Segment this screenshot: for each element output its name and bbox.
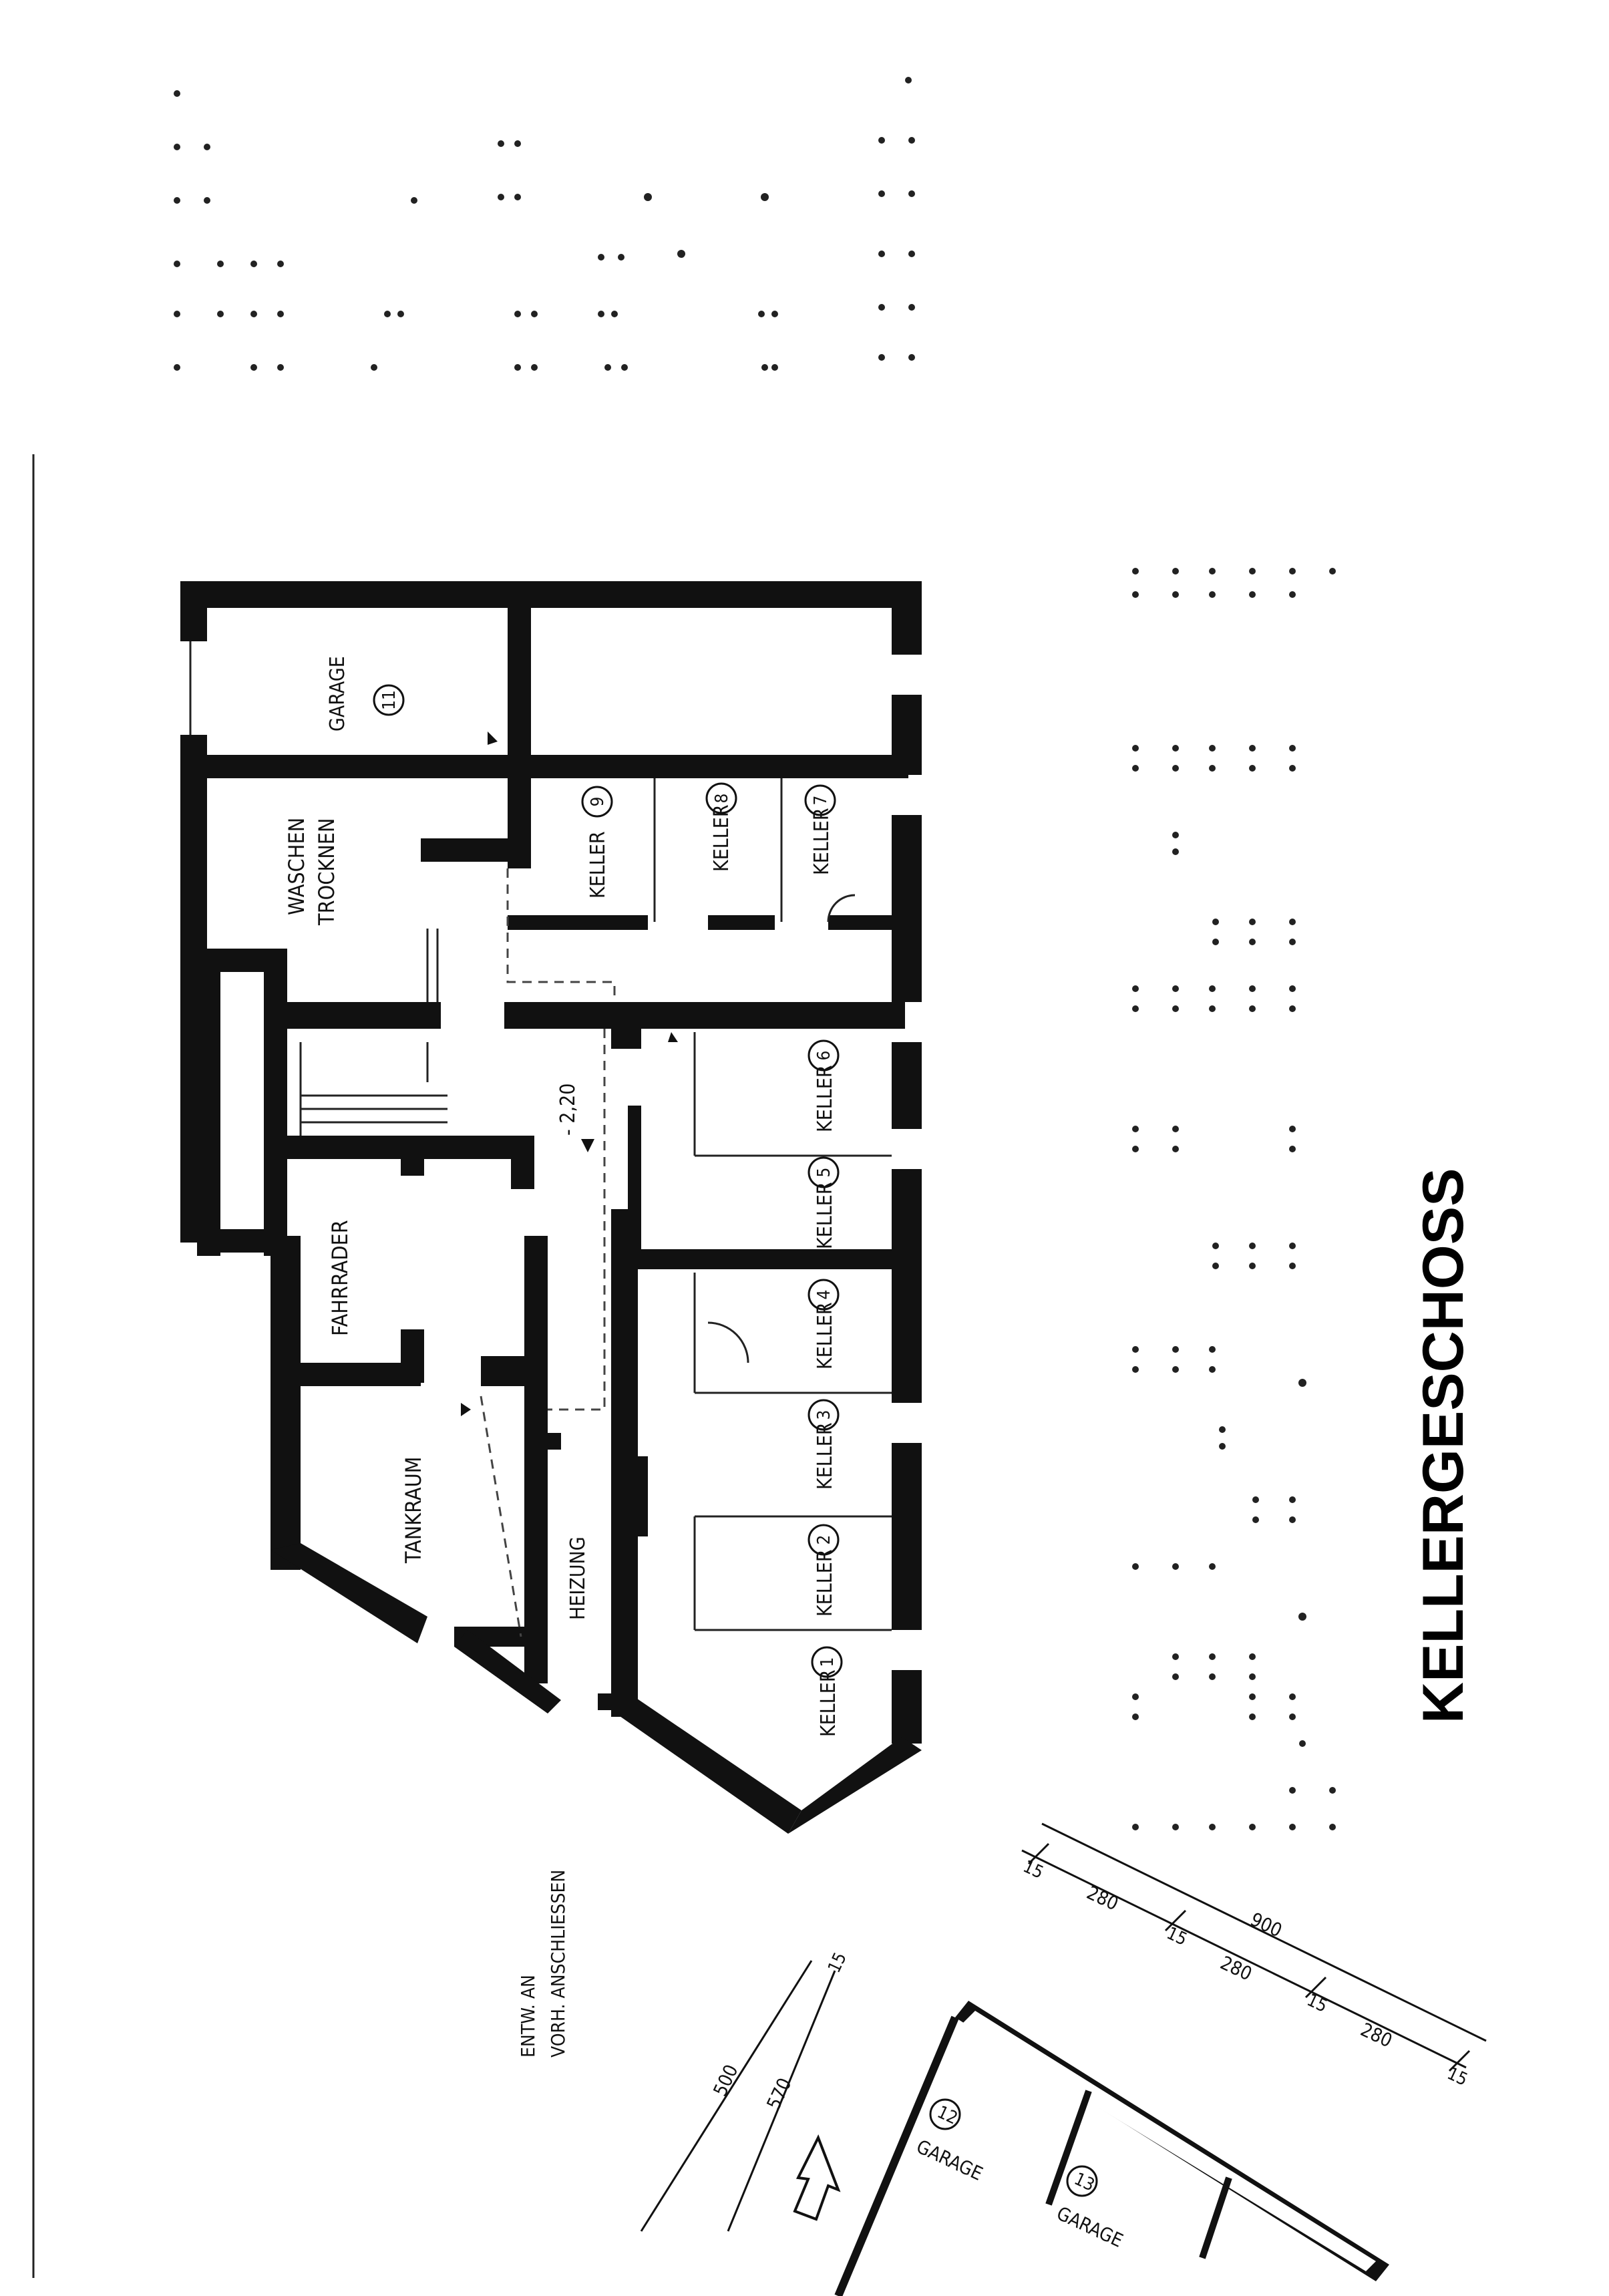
arrow-icon [793, 2134, 841, 2221]
dot-texture-top [174, 77, 915, 371]
room-label-trocknen: TROCKNEN [314, 818, 339, 926]
dim-280-b: 280 [1217, 1951, 1256, 1985]
dim-900: 900 [1247, 1908, 1286, 1941]
room-label-keller-5: KELLER [814, 1182, 837, 1249]
room-label-keller-6: KELLER [814, 1065, 837, 1132]
room-num-keller-3: 3 [814, 1410, 834, 1420]
thin-partitions [189, 641, 892, 1637]
room-label-heizung: HEIZUNG [566, 1536, 590, 1620]
room-num-keller-5: 5 [814, 1168, 834, 1178]
dim-15-e: 15 [824, 1949, 851, 1976]
room-label-keller-4: KELLER [814, 1302, 837, 1369]
page-title: KELLERGESCHOSS [1411, 1168, 1475, 1724]
room-num-keller-1: 1 [818, 1657, 838, 1667]
room-num-keller-4: 4 [814, 1290, 834, 1300]
garage-labels: 12 GARAGE 13 GARAGE [913, 2098, 1126, 2252]
room-num-garage-11: 11 [379, 690, 399, 710]
level-mark: - 2,20 [556, 1084, 580, 1136]
building-walls [180, 581, 922, 1834]
room-label-waschen: WASCHEN [284, 818, 309, 915]
note-line-2: VORH. ANSCHLIESSEN [547, 1870, 569, 2058]
dim-280-c: 280 [1357, 2018, 1396, 2052]
room-label-garage-11: GARAGE [326, 656, 349, 731]
room-label-fahrrader: FAHRRADER [327, 1220, 353, 1336]
room-label-keller-2: KELLER [814, 1549, 837, 1617]
room-label-garage-13: GARAGE [1053, 2202, 1126, 2251]
dot-texture-right [1132, 568, 1336, 1830]
dimension-labels: 15 280 900 15 280 15 280 15 500 570 15 [709, 1856, 1470, 2113]
dim-280-a: 280 [1083, 1881, 1122, 1915]
room-labels: GARAGE 11 WASCHEN TROCKNEN KELLER 9 KELL… [284, 656, 843, 1737]
room-num-keller-9: 9 [588, 797, 608, 807]
room-num-keller-6: 6 [814, 1051, 834, 1061]
room-num-keller-2: 2 [814, 1535, 834, 1545]
dimension-lines [640, 1822, 1487, 2232]
dim-500: 500 [709, 2061, 742, 2100]
circulation-dashed [506, 868, 616, 1411]
garage-block [834, 2001, 1389, 2296]
room-label-tankraum: TANKRAUM [401, 1457, 426, 1565]
room-label-keller-9: KELLER [586, 831, 610, 898]
room-label-keller-7: KELLER [810, 808, 834, 875]
dim-15-d: 15 [1444, 2064, 1471, 2090]
room-label-garage-12: GARAGE [913, 2135, 986, 2184]
note-line-1: ENTW. AN [517, 1975, 539, 2058]
markers [461, 731, 678, 1416]
room-label-keller-1: KELLER [817, 1669, 840, 1737]
level-arrow [581, 1139, 594, 1152]
room-label-keller-8: KELLER [710, 804, 733, 872]
room-num-keller-7: 7 [811, 796, 831, 806]
room-label-keller-3: KELLER [814, 1422, 837, 1490]
room-num-keller-8: 8 [712, 794, 732, 804]
